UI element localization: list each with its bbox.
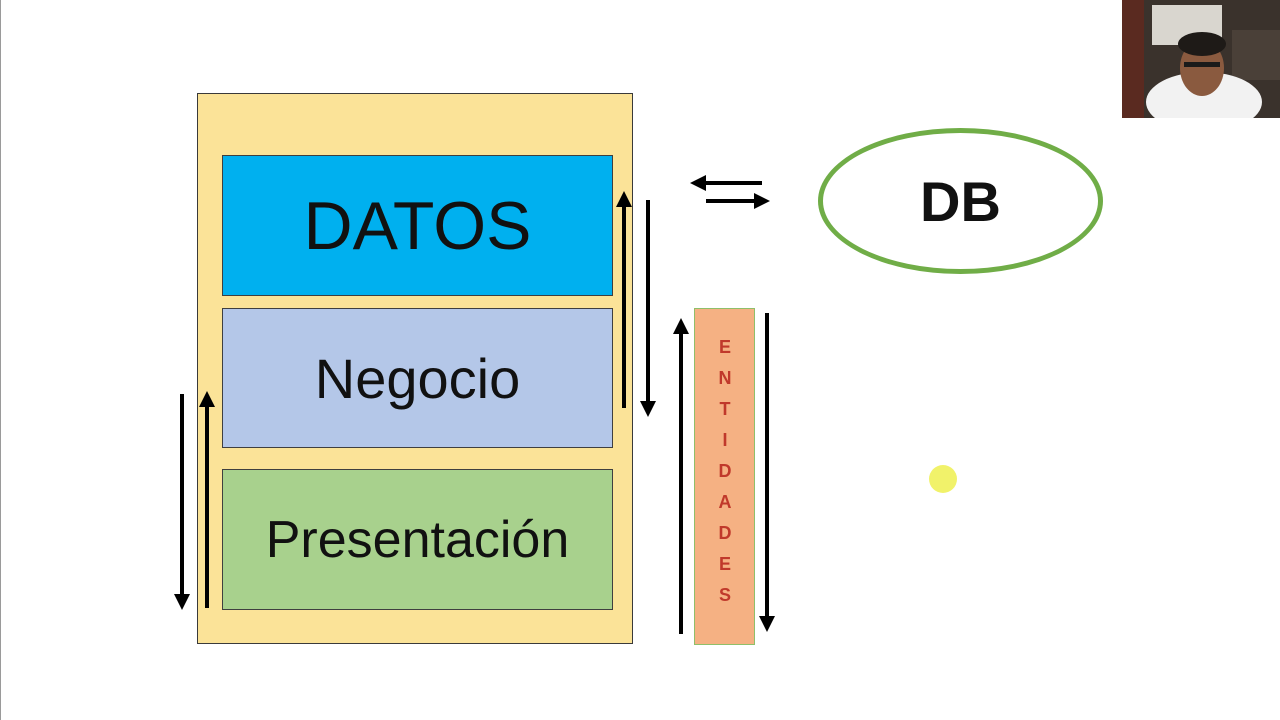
slide-edge-line bbox=[0, 0, 1, 720]
entidades-label: ENTIDADES bbox=[715, 337, 735, 616]
database-label: DB bbox=[920, 169, 1001, 233]
laser-pointer bbox=[929, 465, 957, 493]
layer-negocio-label: Negocio bbox=[314, 346, 521, 410]
layer-presentacion: Presentación bbox=[222, 469, 613, 610]
layer-presentacion-label: Presentación bbox=[265, 510, 570, 569]
database-ellipse: DB bbox=[818, 128, 1103, 274]
entidades-box: ENTIDADES bbox=[694, 308, 755, 645]
presenter-image bbox=[1122, 0, 1280, 118]
webcam-overlay bbox=[1122, 0, 1280, 118]
layer-datos-label: DATOS bbox=[303, 187, 532, 264]
layer-negocio: Negocio bbox=[222, 308, 613, 448]
layer-datos: DATOS bbox=[222, 155, 613, 296]
